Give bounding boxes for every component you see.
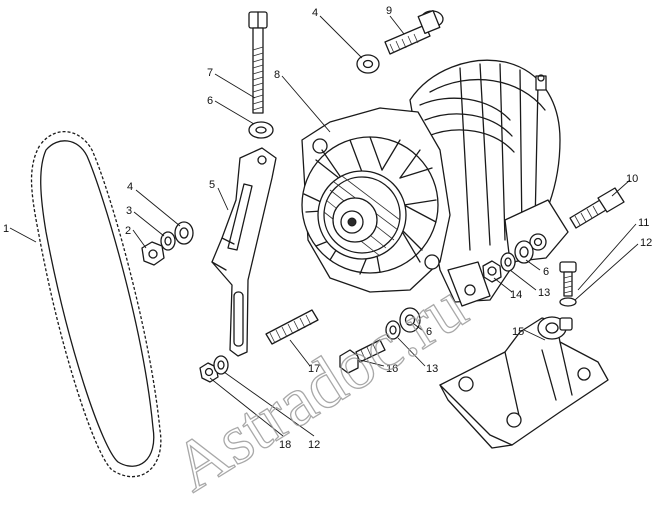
spring-washer-13a [500,252,516,272]
callout-3: 3 [126,205,132,217]
callout-labels: 1 2 3 4 4 5 6 6 6 7 8 9 10 11 12 12 13 1… [3,5,652,451]
watermark: Astradoc.ru [160,267,479,500]
callout-4: 4 [127,181,133,193]
callout-17: 17 [308,363,320,375]
leader-lines [9,15,639,437]
callout-18: 18 [279,439,291,451]
bolt-11 [559,261,577,297]
bolt-9 [384,10,444,55]
washer-6b [514,240,534,264]
washer-6a [248,121,274,139]
nut-14 [482,260,502,283]
callout-5: 5 [209,179,215,191]
washer-12a [213,355,229,375]
callout-12: 12 [640,237,652,249]
callout-16: 16 [386,363,398,375]
callout-6: 6 [207,95,213,107]
long-bolt-7 [248,11,268,114]
callout-15: 15 [512,326,524,338]
stud-17 [265,309,319,345]
callout-14: 14 [510,289,522,301]
nut-18 [199,362,219,383]
callout-6: 6 [426,326,432,338]
drive-belt [30,130,163,479]
washer-12b [559,297,577,307]
mounting-bracket-15 [439,316,609,449]
callout-8: 8 [274,69,280,81]
callout-9: 9 [386,5,392,17]
callout-6: 6 [543,266,549,278]
washer-6c [399,307,421,333]
spring-washer-3 [160,231,176,251]
callout-7: 7 [207,67,213,79]
spring-washer-13b [385,320,401,340]
flat-washer-4b [356,54,380,74]
callout-2: 2 [125,225,131,237]
callout-12: 12 [308,439,320,451]
callout-1: 1 [3,223,9,235]
callout-11: 11 [638,217,649,229]
flat-washer-4a [174,221,194,245]
bolt-16 [339,339,386,374]
callout-13: 13 [426,363,438,375]
callout-13: 13 [538,287,550,299]
tension-bracket-5 [211,147,277,357]
callout-10: 10 [626,173,638,185]
stud-10 [569,187,625,229]
callout-4: 4 [312,7,318,19]
nut-2 [141,241,165,266]
